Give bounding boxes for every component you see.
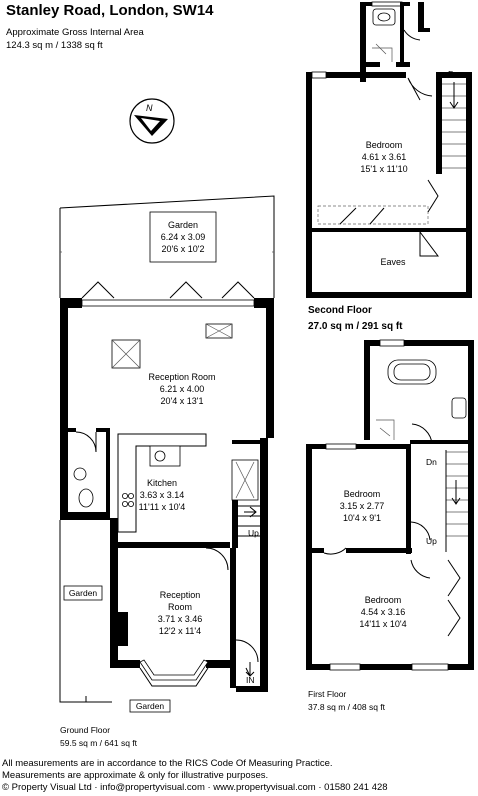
first-floor-plan: Dn Up Bedroom 3.15 x 2.77 10'4 x 9'1 Bed… <box>306 339 474 671</box>
garden-rear-imperial: 20'6 x 10'2 <box>162 244 205 254</box>
garden-rear-name: Garden <box>168 220 198 230</box>
reception-front-metric: 3.71 x 3.46 <box>158 614 203 624</box>
staircase-first-floor <box>445 450 468 552</box>
kitchen-name: Kitchen <box>147 478 177 488</box>
garden-rear-box <box>149 211 217 263</box>
kitchen-metric: 3.63 x 3.14 <box>140 490 185 500</box>
area-label: Approximate Gross Internal Area <box>6 27 144 38</box>
page-title: Stanley Road, London, SW14 <box>6 2 214 19</box>
reception-front-imperial: 12'2 x 11'4 <box>159 626 201 636</box>
second-floor-plan: Dn Bedroom 4.61 x 3.61 15'1 x 11'10 Eave… <box>306 1 472 298</box>
second-floor-eaves-label: Eaves <box>380 257 406 267</box>
reception-front-name-2: Room <box>168 602 192 612</box>
ground-floor-title: Ground Floor <box>60 725 110 735</box>
basin-icon <box>451 397 467 419</box>
ground-floor-area: 59.5 sq m / 641 sq ft <box>60 738 138 748</box>
second-floor-bedroom-name: Bedroom <box>366 140 403 150</box>
ground-floor-plan: Garden 6.24 x 3.09 20'6 x 10'2 Reception… <box>59 195 275 713</box>
first-floor-down-label: Dn <box>426 457 437 467</box>
area-value: 124.3 sq m / 1338 sq ft <box>6 40 103 51</box>
first-floor-bedroom-small-imperial: 10'4 x 9'1 <box>343 513 381 523</box>
reception-room-imperial: 20'4 x 13'1 <box>161 396 204 406</box>
footer-contact: © Property Visual Ltd · info@propertyvis… <box>2 782 388 793</box>
second-floor-title: Second Floor <box>308 305 372 316</box>
garden-front-label: Garden <box>136 701 165 711</box>
second-floor-bedroom-imperial: 15'1 x 11'10 <box>360 164 407 174</box>
second-floor-area: 27.0 sq m / 291 sq ft <box>308 321 403 332</box>
first-floor-bedroom-large-name: Bedroom <box>365 595 402 605</box>
first-floor-bedroom-large-imperial: 14'11 x 10'4 <box>359 619 406 629</box>
entrance-label: IN <box>246 675 255 685</box>
footer-rics-note: All measurements are in accordance to th… <box>2 758 333 769</box>
first-floor-title: First Floor <box>308 689 346 699</box>
first-floor-area: 37.8 sq m / 408 sq ft <box>308 702 386 712</box>
reception-room-name: Reception Room <box>148 372 215 382</box>
ground-floor-up-label: Up <box>248 528 259 538</box>
compass-letter: N <box>146 103 153 113</box>
compass-icon: N <box>129 98 175 144</box>
toilet-icon <box>78 488 94 508</box>
kitchen-imperial: 11'11 x 10'4 <box>139 502 186 512</box>
second-floor-down-label: Dn <box>448 69 459 79</box>
footer-disclaimer: Measurements are approximate & only for … <box>2 770 269 781</box>
reception-front-name-1: Reception <box>160 590 201 600</box>
first-floor-up-label: Up <box>426 536 437 546</box>
garden-front-box <box>129 699 171 713</box>
reception-room-metric: 6.21 x 4.00 <box>160 384 205 394</box>
garden-side-label: Garden <box>69 588 98 598</box>
second-floor-bedroom-metric: 4.61 x 3.61 <box>362 152 407 162</box>
staircase-second-floor <box>442 82 466 169</box>
garden-rear-metric: 6.24 x 3.09 <box>161 232 206 242</box>
first-floor-bedroom-small-name: Bedroom <box>344 489 381 499</box>
first-floor-bedroom-small-metric: 3.15 x 2.77 <box>340 501 385 511</box>
first-floor-bedroom-large-metric: 4.54 x 3.16 <box>361 607 406 617</box>
basin-icon <box>73 467 87 481</box>
garden-side-box <box>63 585 103 601</box>
basin-icon <box>372 8 396 26</box>
